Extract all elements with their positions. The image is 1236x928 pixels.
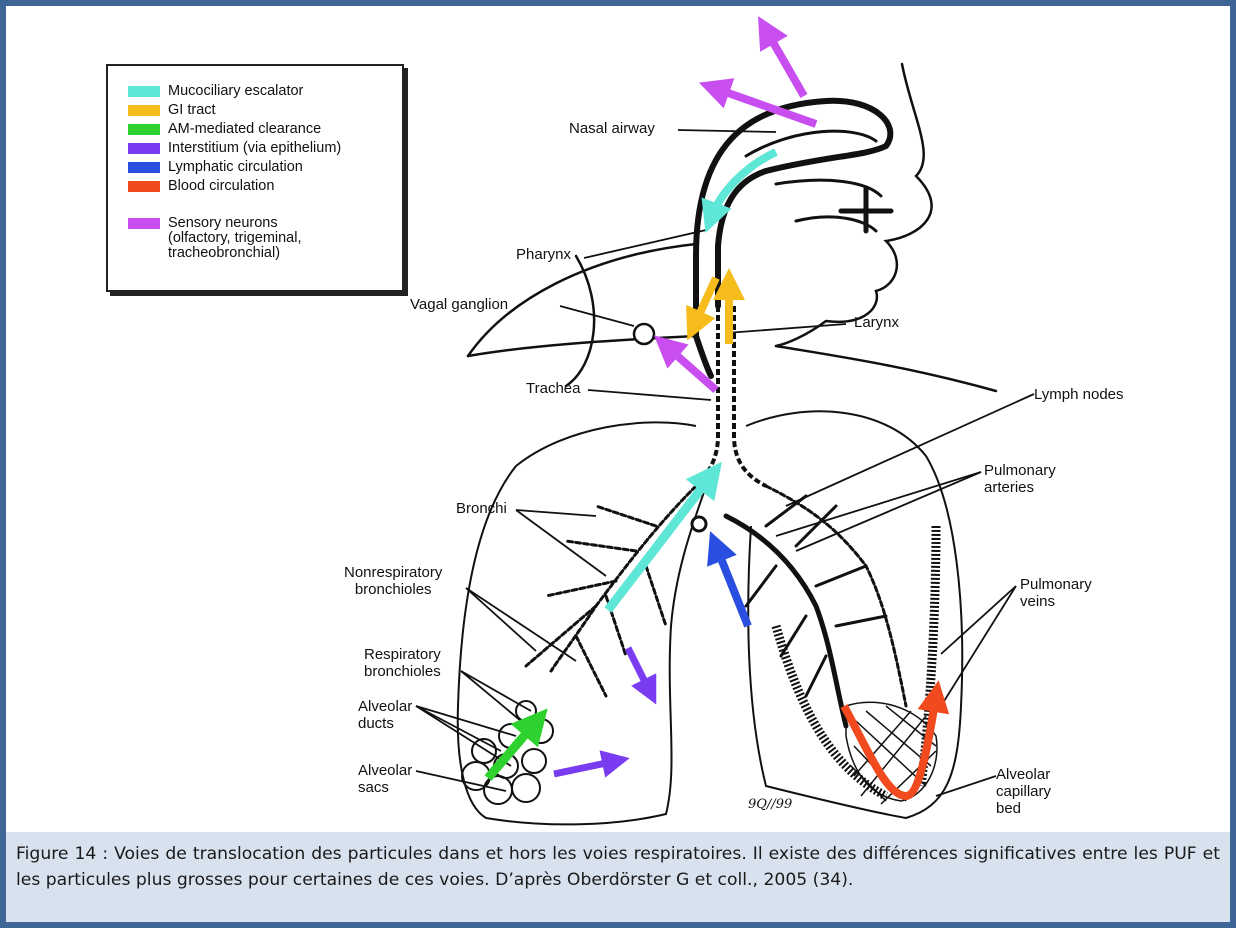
label-nonrespiratory-bronchioles: Nonrespiratory bronchioles [344, 564, 442, 598]
lymphatic-arrow [716, 546, 748, 626]
label-lymph-nodes: Lymph nodes [1034, 386, 1124, 403]
legend-swatch-blue [128, 162, 160, 173]
legend-swatch-cyan [128, 86, 160, 97]
label-trachea: Trachea [526, 380, 580, 397]
legend-item: Mucociliary escalator [128, 84, 402, 103]
legend-item: GI tract [128, 103, 402, 122]
leader-lines [416, 130, 1034, 796]
mucociliary-arrow-lung [608, 476, 711, 610]
artist-signature: 9Q//99 [748, 796, 792, 813]
legend-item: Interstitium (via epithelium) [128, 141, 402, 160]
legend: Mucociliary escalator GI tract AM-mediat… [106, 64, 404, 292]
legend-label: Mucociliary escalator [168, 84, 303, 99]
legend-label: Blood circulation [168, 179, 274, 194]
label-nasal-airway: Nasal airway [569, 120, 655, 137]
legend-item: Sensory neurons (olfactory, trigeminal, … [128, 216, 402, 261]
legend-swatch-yellow [128, 105, 160, 116]
respiratory-diagram: Mucociliary escalator GI tract AM-mediat… [6, 6, 1230, 832]
legend-item: AM-mediated clearance [128, 122, 402, 141]
label-alveolar-capillary-bed: Alveolar capillary bed [996, 766, 1051, 817]
figure-caption: Figure 14 : Voies de translocation des p… [6, 832, 1230, 922]
vagal-ganglion-node [634, 324, 654, 344]
legend-label: Lymphatic circulation [168, 160, 303, 175]
label-pulmonary-veins: Pulmonary veins [1020, 576, 1092, 610]
label-larynx: Larynx [854, 314, 899, 331]
legend-item: Blood circulation [128, 179, 402, 198]
legend-label: Interstitium (via epithelium) [168, 141, 341, 156]
label-respiratory-bronchioles: Respiratory bronchioles [364, 646, 441, 680]
legend-swatch-purple [128, 143, 160, 154]
label-pharynx: Pharynx [516, 246, 571, 263]
legend-label: Sensory neurons (olfactory, trigeminal, … [168, 216, 302, 261]
interstitium-arrow-2 [554, 761, 616, 774]
pulmonary-veins-tubes [776, 526, 936, 796]
label-bronchi: Bronchi [456, 500, 507, 517]
arrows [488, 30, 936, 796]
legend-item: Lymphatic circulation [128, 160, 402, 179]
label-vagal-ganglion: Vagal ganglion [410, 296, 508, 313]
legend-label: GI tract [168, 103, 216, 118]
legend-swatch-magenta [128, 218, 160, 229]
sensory-arrow-up [766, 30, 804, 96]
legend-label: AM-mediated clearance [168, 122, 321, 137]
label-alveolar-sacs: Alveolar sacs [358, 762, 412, 796]
label-alveolar-ducts: Alveolar ducts [358, 698, 412, 732]
label-pulmonary-arteries: Pulmonary arteries [984, 462, 1056, 496]
legend-swatch-green [128, 124, 160, 135]
interstitium-arrow-1 [628, 648, 650, 692]
legend-swatch-red [128, 181, 160, 192]
